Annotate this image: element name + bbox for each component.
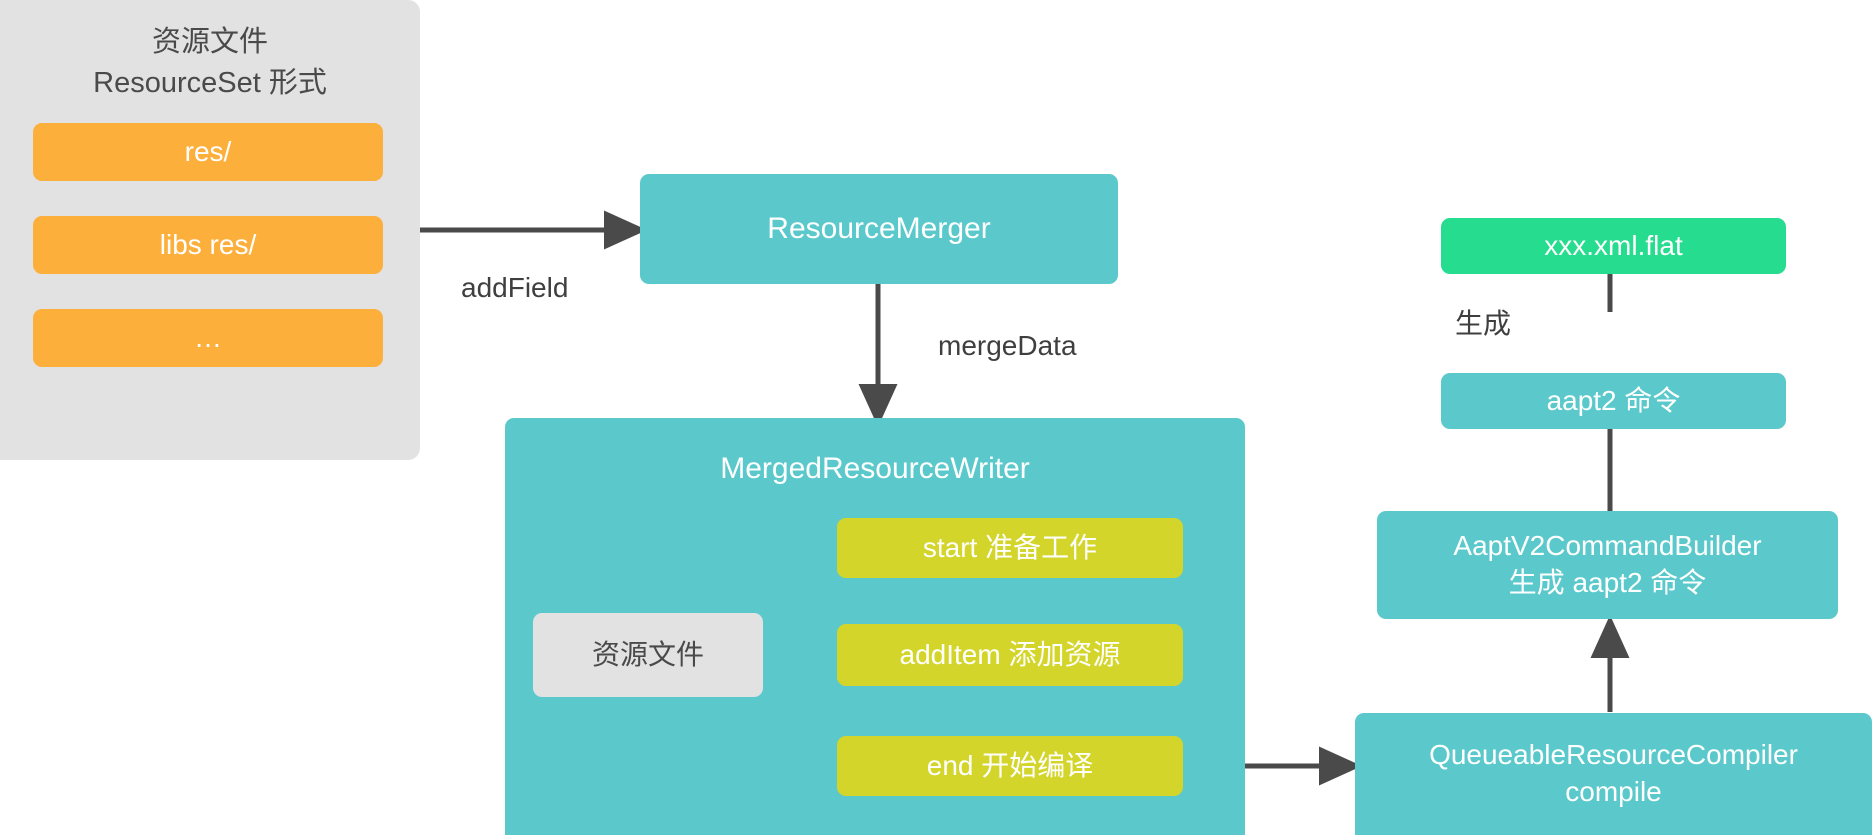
node-aapt2-command[interactable]: aapt2 命令 <box>1441 373 1786 429</box>
node-aapt-v2-command-builder-line2: 生成 aapt2 命令 <box>1508 567 1707 598</box>
resource-item-ellipsis-label: … <box>194 321 222 353</box>
node-step-start-label: start 准备工作 <box>922 531 1098 563</box>
node-step-start[interactable]: start 准备工作 <box>837 518 1183 578</box>
edge-label-generate: 生成 <box>1455 308 1512 339</box>
node-step-end[interactable]: end 开始编译 <box>837 736 1183 796</box>
node-step-additem[interactable]: addItem 添加资源 <box>837 624 1183 686</box>
resource-item-ellipsis[interactable]: … <box>33 309 383 367</box>
node-aapt-v2-command-builder[interactable]: AaptV2CommandBuilder 生成 aapt2 命令 <box>1377 511 1838 619</box>
resource-item-res-label: res/ <box>184 135 232 167</box>
node-resource-merger[interactable]: ResourceMerger <box>640 174 1118 284</box>
node-queueable-resource-compiler[interactable]: QueueableResourceCompiler compile <box>1355 713 1872 835</box>
node-step-additem-label: addItem 添加资源 <box>899 638 1121 670</box>
node-step-end-label: end 开始编译 <box>926 749 1094 781</box>
node-flat-output[interactable]: xxx.xml.flat <box>1441 218 1786 274</box>
node-queueable-resource-compiler-line1: QueueableResourceCompiler <box>1429 739 1798 771</box>
resource-set-panel-title: 资源文件 ResourceSet 形式 <box>0 22 420 104</box>
resource-item-libs-res-label: libs res/ <box>159 228 257 260</box>
node-writer-input[interactable]: 资源文件 <box>533 613 763 697</box>
resource-item-libs-res[interactable]: libs res/ <box>33 216 383 274</box>
node-aapt2-command-label: aapt2 命令 <box>1546 384 1681 416</box>
node-aapt-v2-command-builder-line1: AaptV2CommandBuilder <box>1453 530 1762 562</box>
node-merged-resource-writer-title: MergedResourceWriter <box>720 452 1030 485</box>
node-writer-input-label: 资源文件 <box>591 638 704 670</box>
node-resource-merger-label: ResourceMerger <box>767 212 991 246</box>
edge-label-mergedata: mergeData <box>938 330 1077 361</box>
node-queueable-resource-compiler-line2: compile <box>1565 776 1662 807</box>
resource-set-panel-title-line1: 资源文件 <box>151 26 268 58</box>
resource-item-res[interactable]: res/ <box>33 123 383 181</box>
edge-label-addfield: addField <box>461 272 569 303</box>
resource-set-panel-title-line2: ResourceSet 形式 <box>93 67 327 100</box>
node-flat-output-label: xxx.xml.flat <box>1544 229 1683 261</box>
